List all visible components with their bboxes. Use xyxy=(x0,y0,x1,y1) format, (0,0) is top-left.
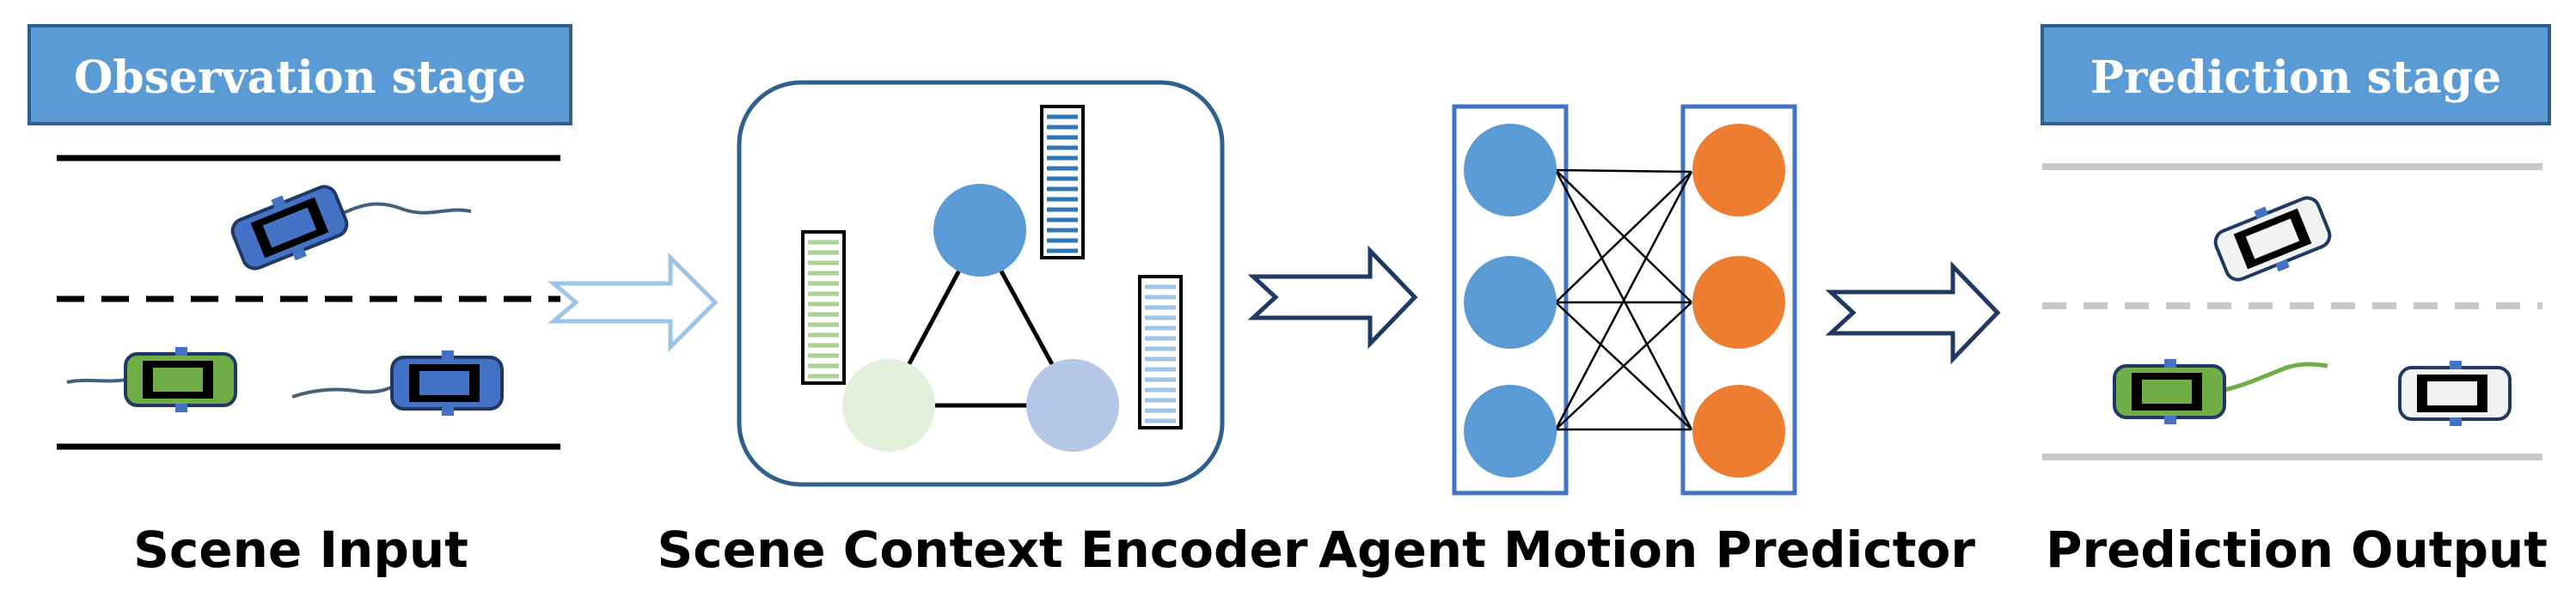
scene-input-road xyxy=(57,155,560,450)
car-green-icon xyxy=(124,347,237,412)
input-neuron xyxy=(1464,124,1557,216)
caption-prediction-output: Prediction Output xyxy=(2046,521,2548,579)
caption-scene-input: Scene Input xyxy=(133,521,468,579)
scene-context-encoder xyxy=(737,80,1225,487)
caption-agent-motion-predictor: Agent Motion Predictor xyxy=(1319,521,1975,579)
hollow-arrow-right-icon xyxy=(1247,245,1418,350)
output-neuron xyxy=(1692,385,1785,478)
trajectory-history xyxy=(66,378,128,384)
graph-node-light-green xyxy=(842,359,935,452)
trajectory-history xyxy=(339,202,472,216)
prediction-stage-banner: Prediction stage xyxy=(2041,24,2551,125)
graph-node-light-blue xyxy=(1026,359,1119,452)
input-neuron xyxy=(1464,256,1557,349)
graph-node-blue xyxy=(933,184,1026,277)
trajectory-prediction xyxy=(2205,362,2328,396)
input-neuron xyxy=(1464,385,1557,478)
feature-vector-green xyxy=(801,230,846,385)
observation-stage-banner: Observation stage xyxy=(28,24,572,125)
car-blue-icon xyxy=(390,350,504,416)
hollow-arrow-right-icon xyxy=(548,252,719,353)
scene-input-trajectories xyxy=(66,202,472,399)
hollow-arrow-right-icon xyxy=(1825,260,2001,365)
car-white-icon xyxy=(2398,361,2512,426)
car-blue-icon xyxy=(230,185,349,271)
prediction-output-road xyxy=(2042,163,2542,460)
output-neuron xyxy=(1692,124,1785,216)
prediction-stage-label: Prediction stage xyxy=(2090,52,2501,104)
car-white-icon xyxy=(2213,196,2332,282)
car-green-icon xyxy=(2113,359,2226,424)
observation-stage-label: Observation stage xyxy=(74,52,526,104)
output-neuron xyxy=(1692,256,1785,349)
caption-scene-context-encoder: Scene Context Encoder xyxy=(657,521,1307,579)
feature-vector-blue xyxy=(1040,105,1085,259)
agent-motion-predictor xyxy=(1452,104,1797,496)
network-connections xyxy=(1554,168,1693,431)
trajectory-history xyxy=(291,383,397,399)
feature-vector-light-blue xyxy=(1138,275,1183,429)
